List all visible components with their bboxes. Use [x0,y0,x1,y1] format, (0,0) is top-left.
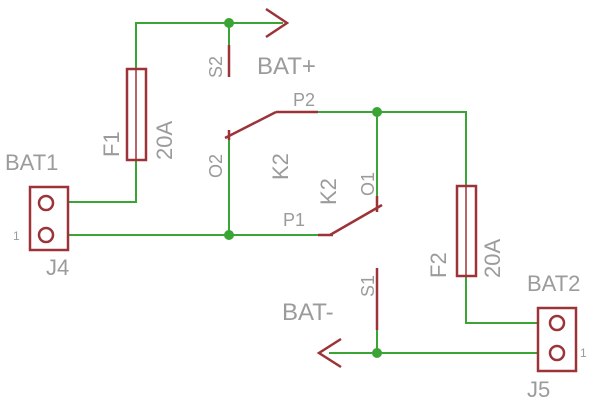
connector-j5-ref: J5 [527,377,550,402]
wire-f2-to-j5-pin2[interactable] [465,275,543,324]
fuse-f2-rating: 20A [480,239,505,278]
bat-minus-arrow-symbol[interactable] [316,337,342,369]
relay-upper-contact-arm [224,110,277,140]
connector-j5-pin-1[interactable] [548,344,566,362]
connector-j4[interactable] [28,185,70,252]
fuse-f1-ref: F1 [99,131,124,157]
connector-j4-body[interactable] [28,185,70,252]
wire-j4-pin2-to-f1[interactable] [53,159,137,203]
relay-lower-contact-arm [329,203,383,237]
bat-plus-label: BAT+ [257,53,316,80]
fuse-f2-ref: F2 [426,252,451,278]
connector-j4-ref: J4 [46,255,69,280]
connector-j5-value: BAT2 [527,271,580,296]
junctions [224,18,382,358]
connector-j5[interactable] [536,306,578,373]
relay-contact-ref: K2 [316,178,341,205]
connector-j4-pin-2[interactable] [37,194,55,212]
junction-dot [224,230,234,240]
bat-minus-label: BAT- [282,299,334,326]
relay-coil-ref: K2 [268,153,293,180]
connector-j4-value: BAT1 [5,150,58,175]
connector-j4-pin1-label: 1 [13,229,20,243]
connector-j4-pin-1[interactable] [37,226,55,244]
junction-dot [224,18,234,28]
connector-j5-pin-2[interactable] [548,314,566,332]
relay-k2-switch-lower[interactable] [318,196,383,330]
relay-pin-s2: S2 [206,56,226,78]
bat-plus-arrow-symbol[interactable] [265,7,290,39]
junction-dot [372,107,382,117]
fuse-f1[interactable] [125,67,148,162]
connector-j5-pin1-label: 1 [580,346,587,360]
wire-p2-to-f2[interactable] [281,111,467,187]
relay-pin-o2: O2 [206,154,226,178]
fuse-f1-rating: 20A [152,121,177,160]
relay-pin-s1: S1 [358,275,378,297]
relay-pin-p2: P2 [293,90,315,110]
fuse-f2[interactable] [455,184,478,278]
relay-pin-o1: O1 [358,172,378,196]
relay-k2-switch-upper[interactable] [224,45,318,140]
junction-dot [372,348,382,358]
connector-j5-body[interactable] [536,306,578,373]
relay-pin-p1: P1 [283,210,305,230]
